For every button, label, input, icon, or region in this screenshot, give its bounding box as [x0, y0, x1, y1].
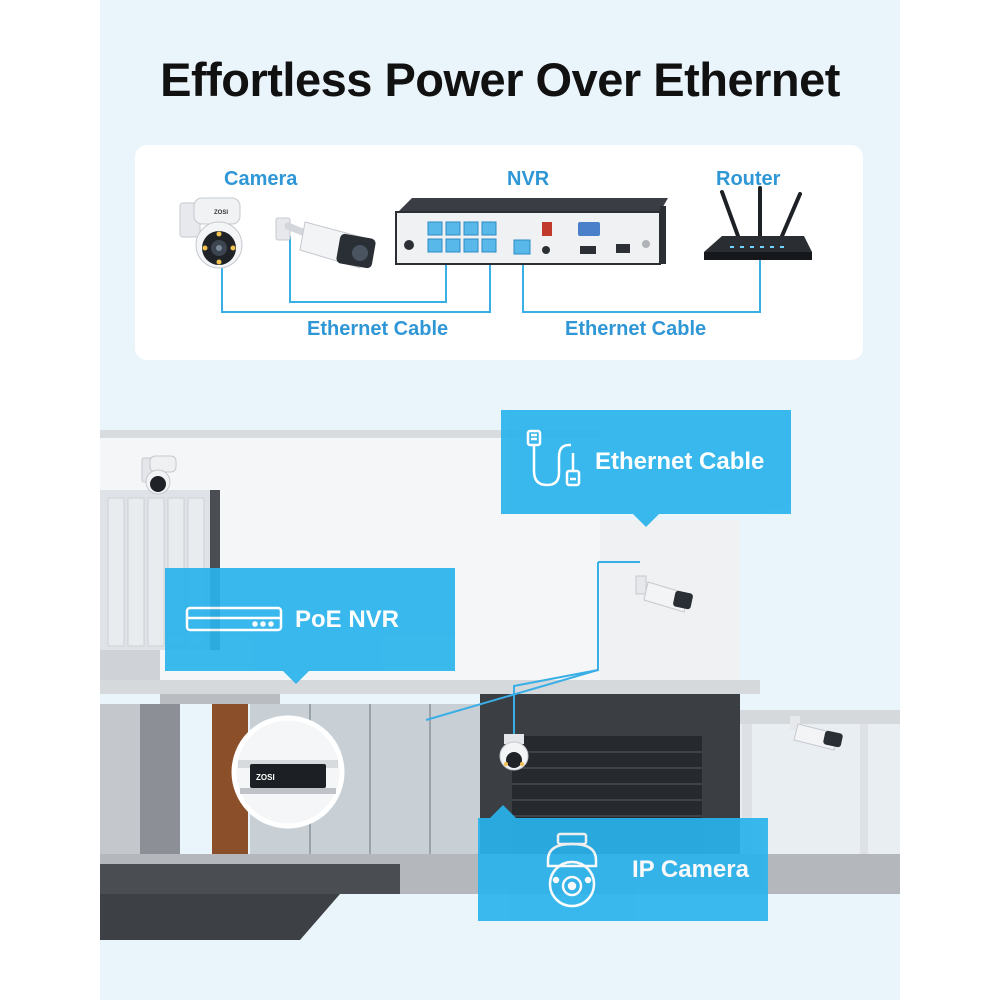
ethernet-cable-label-left: Ethernet Cable [307, 318, 449, 340]
ethernet-cable-callout-label: Ethernet Cable [595, 448, 765, 475]
nvr-inset-brand-text: ZOSI [256, 773, 275, 782]
ethernet-cable-icon [523, 427, 585, 497]
camera-brand-text: ZOSI [214, 210, 228, 216]
ethernet-cable-lines [221, 236, 761, 313]
dome-camera-icon [540, 830, 604, 910]
nvr-device-icon [185, 600, 285, 640]
ip-camera-callout-label: IP Camera [632, 855, 749, 883]
bullet-camera-icon [275, 217, 376, 269]
wall-ptz-camera-icon [141, 455, 177, 495]
ceiling-dome-camera-icon [499, 734, 529, 771]
ip-camera-callout: IP Camera [478, 805, 768, 921]
ethernet-cable-label-right: Ethernet Cable [565, 318, 707, 340]
nvr-inset-photo: ZOSI [231, 715, 345, 829]
router-icon [704, 186, 812, 260]
ethernet-cable-callout: Ethernet Cable [501, 410, 791, 527]
pergola-bullet-camera-icon [790, 716, 843, 751]
camera-label: Camera [224, 168, 298, 190]
poe-nvr-callout-label: PoE NVR [295, 605, 400, 633]
nvr-label: NVR [507, 168, 550, 190]
poe-nvr-callout: PoE NVR [165, 568, 455, 684]
nvr-rear-panel-icon [395, 198, 668, 265]
diagram-illustration: ZOSI [179, 186, 812, 313]
router-label: Router [716, 168, 781, 190]
ptz-camera-icon: ZOSI [179, 197, 243, 269]
wall-bullet-camera-icon [635, 575, 693, 613]
headline: Effortless Power Over Ethernet [160, 53, 840, 106]
